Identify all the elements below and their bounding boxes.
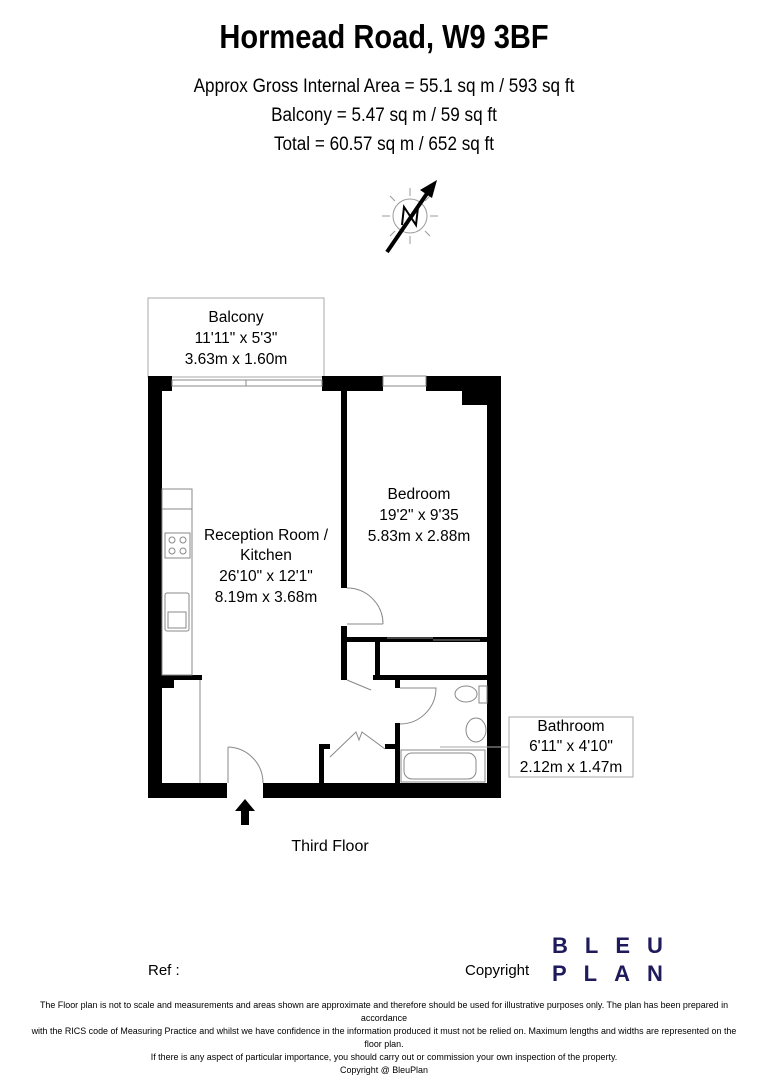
entrance-arrow-icon (235, 799, 255, 825)
bedroom-name: Bedroom (388, 486, 451, 503)
bleuplan-logo: BLEU PLAN (552, 932, 680, 988)
gross-area: Approx Gross Internal Area = 55.1 sq m /… (193, 76, 575, 97)
north-arrow-icon (382, 180, 438, 254)
reception-name: Reception Room / (204, 527, 329, 544)
reception-metric: 8.19m x 3.68m (215, 589, 318, 606)
disclaimer-line: with the RICS code of Measuring Practice… (31, 1026, 737, 1050)
bathroom-metric: 2.12m x 1.47m (520, 759, 623, 776)
fixtures (161, 375, 634, 784)
total-area: Total = 60.57 sq m / 652 sq ft (273, 134, 495, 155)
ref-label: Ref : (148, 962, 180, 979)
reception-name-2: Kitchen (240, 547, 292, 564)
balcony-name: Balcony (208, 309, 263, 326)
page-title: Hormead Road, W9 3BF (219, 18, 549, 55)
balcony-metric: 3.63m x 1.60m (185, 351, 288, 368)
disclaimer-line: If there is any aspect of particular imp… (150, 1052, 618, 1063)
floor-label: Third Floor (291, 838, 369, 855)
balcony-imperial: 11'11" x 5'3" (195, 330, 278, 347)
copyright-label: Copyright (465, 962, 530, 979)
balcony (147, 297, 325, 378)
walls (148, 376, 501, 798)
disclaimer: The Floor plan is not to scale and measu… (27, 999, 741, 1077)
logo-line-2: PLAN (552, 961, 680, 986)
bedroom-imperial: 19'2" x 9'35 (379, 507, 459, 524)
bathroom-name: Bathroom (537, 718, 604, 735)
disclaimer-line: The Floor plan is not to scale and measu… (39, 1000, 729, 1024)
disclaimer-copyright: Copyright @ BleuPlan (340, 1065, 428, 1076)
balcony-area: Balcony = 5.47 sq m / 59 sq ft (271, 105, 497, 126)
logo-line-1: BLEU (552, 933, 680, 958)
bathroom-imperial: 6'11" x 4'10" (529, 738, 613, 755)
bedroom-metric: 5.83m x 2.88m (368, 528, 471, 545)
reception-imperial: 26'10" x 12'1" (219, 568, 313, 585)
